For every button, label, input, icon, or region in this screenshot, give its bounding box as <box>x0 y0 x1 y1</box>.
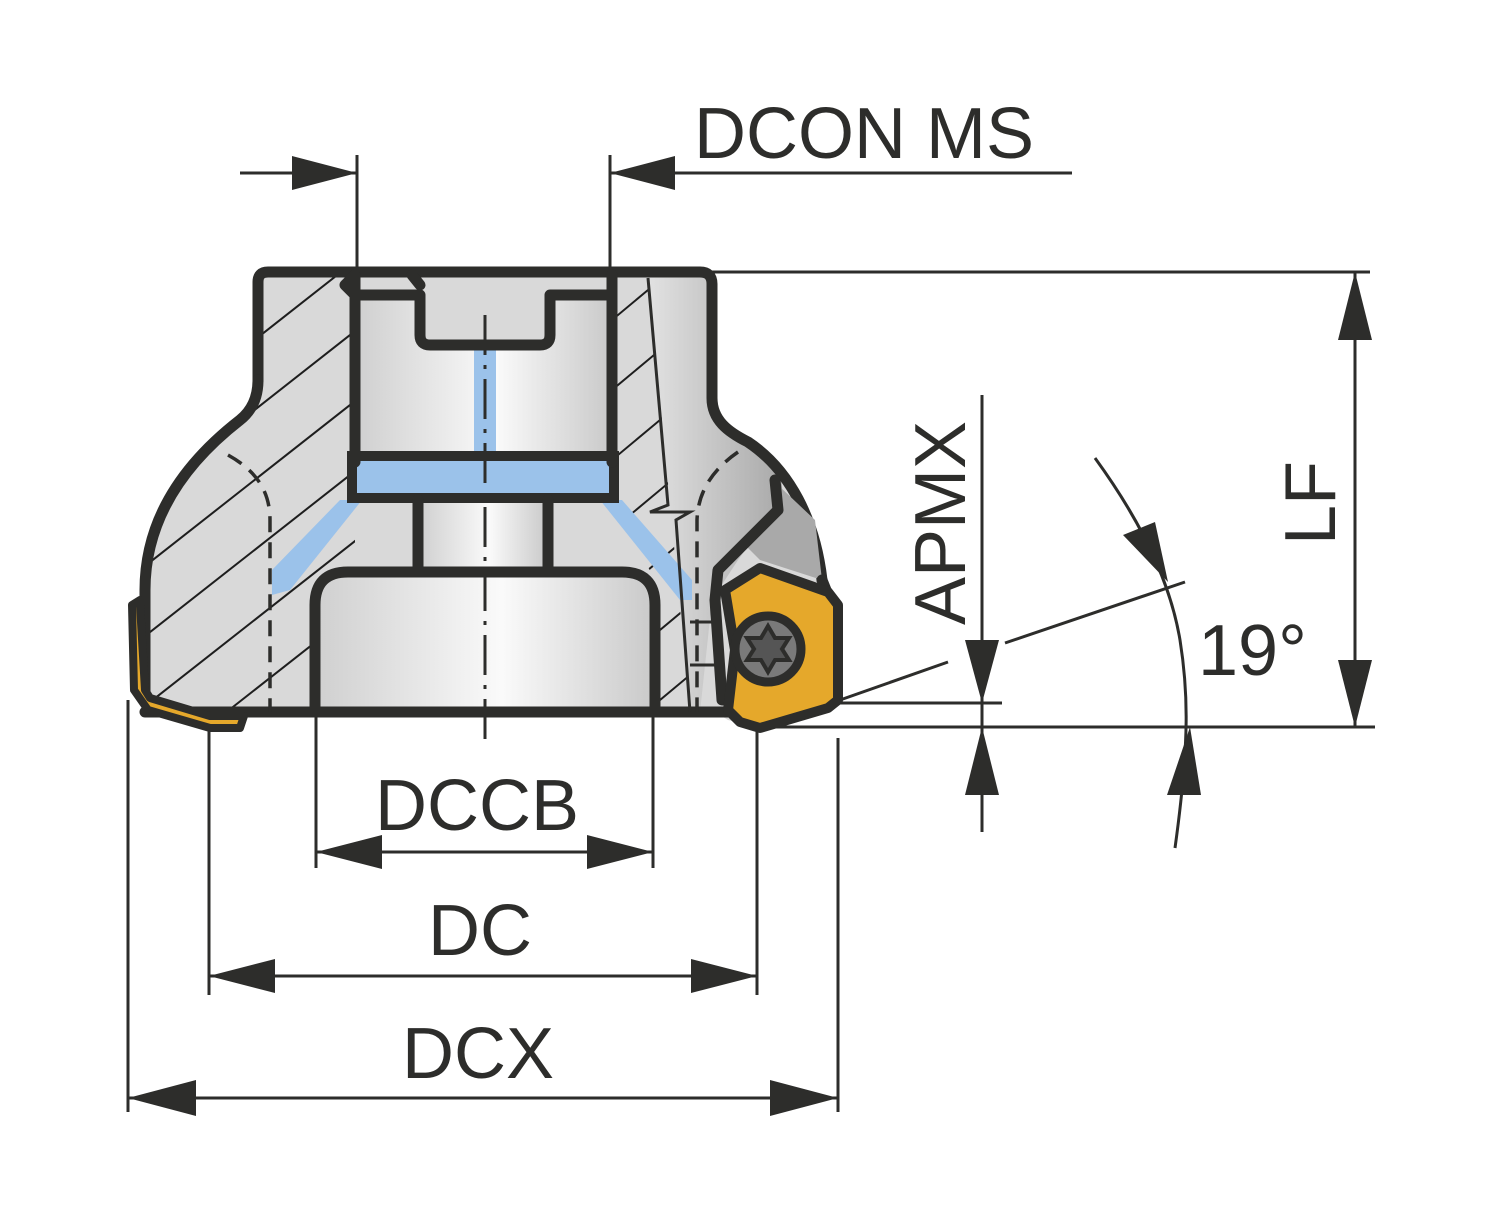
dim-dc: DC <box>207 728 759 995</box>
body-outline <box>252 266 828 586</box>
dim-angle: 19° <box>839 457 1307 849</box>
dim-lf: LF <box>712 270 1375 729</box>
coolant-ring <box>347 451 619 503</box>
label-dc: DC <box>428 891 532 971</box>
cutting-insert-right <box>720 563 843 733</box>
label-dcx: DCX <box>402 1014 554 1094</box>
hidden-line-left <box>227 453 272 712</box>
dim-apmx: APMX <box>838 395 1002 832</box>
label-dcon-ms: DCON MS <box>694 94 1034 174</box>
side-edge-line <box>646 277 696 713</box>
label-dccb: DCCB <box>375 766 579 846</box>
dim-dccb: DCCB <box>314 715 655 869</box>
label-lf: LF <box>1271 461 1351 545</box>
cutting-insert-left <box>128 596 248 732</box>
chip-pocket <box>745 485 822 580</box>
neck-bore <box>418 500 548 572</box>
insert-edge-left <box>128 596 248 732</box>
body-outline-left <box>139 374 264 706</box>
label-angle: 19° <box>1198 611 1307 691</box>
hidden-line-right <box>695 450 739 712</box>
dim-dcon-ms: DCON MS <box>240 94 1072 275</box>
torx-icon <box>743 622 793 676</box>
neck-outline <box>412 494 554 578</box>
label-apmx: APMX <box>901 421 981 625</box>
dim-dcx: DCX <box>126 700 840 1116</box>
